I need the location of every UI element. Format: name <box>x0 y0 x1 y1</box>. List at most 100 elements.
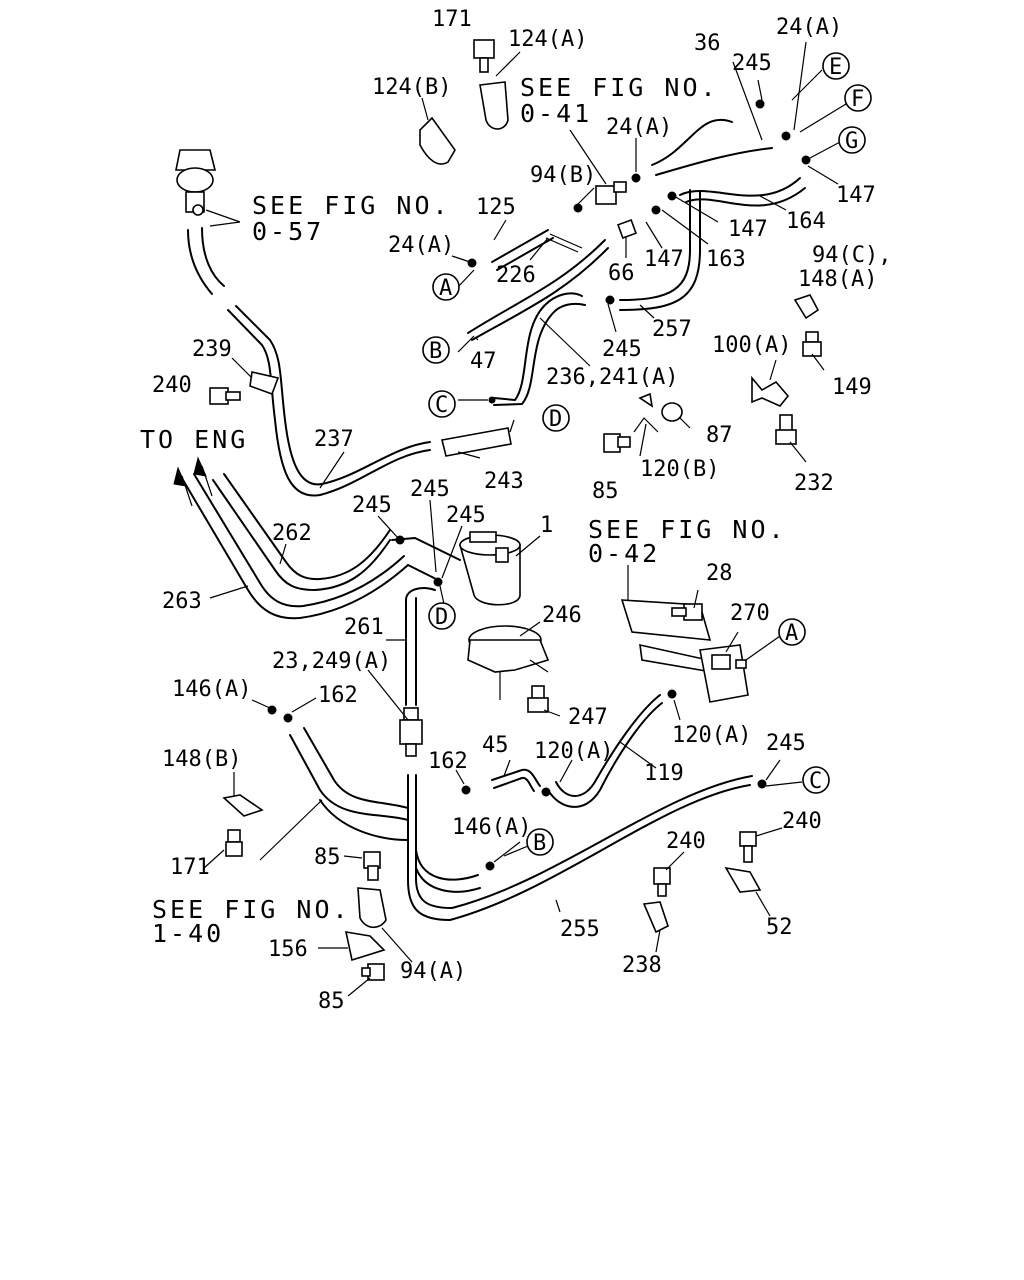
connector-B-left: B <box>422 336 450 364</box>
clip-52 <box>724 866 762 893</box>
part-226 <box>545 233 583 253</box>
label-85a: 85 <box>592 479 619 504</box>
bolt-85a <box>603 433 631 453</box>
label-245b: 245 <box>352 493 392 518</box>
see-fig-0-41-line1: SEE FIG NO. <box>520 73 719 102</box>
connector-B-lower: B <box>526 828 554 856</box>
label-125: 125 <box>476 195 516 220</box>
see-fig-0-57-line2: 0-57 <box>252 217 324 246</box>
bolt-240c <box>739 831 757 863</box>
clip-238 <box>642 901 669 934</box>
svg-text:B: B <box>429 339 442 364</box>
components <box>173 39 822 981</box>
label-247: 247 <box>568 705 608 730</box>
label-261: 261 <box>344 615 384 640</box>
label-146a-b: 146(A) <box>452 815 531 840</box>
hose-clips <box>267 99 811 871</box>
label-245-top: 245 <box>732 51 772 76</box>
part-66 <box>617 219 637 239</box>
svg-text:F: F <box>851 87 864 112</box>
bolt-240b <box>653 867 671 897</box>
clamp-124b <box>419 116 456 165</box>
figure-references: SEE FIG NO. 0-41 SEE FIG NO. 0-57 SEE FI… <box>140 73 784 948</box>
label-120b: 120(B) <box>640 457 719 482</box>
hose-119 <box>547 702 663 808</box>
rubber-hose <box>187 229 213 295</box>
see-fig-1-40-line1: SEE FIG NO. <box>152 895 351 924</box>
bolt-85b <box>363 851 381 881</box>
label-240a: 240 <box>152 373 192 398</box>
bracket-246 <box>467 625 550 700</box>
label-238: 238 <box>622 953 662 978</box>
label-164: 164 <box>786 209 826 234</box>
svg-text:B: B <box>533 831 546 856</box>
label-245c: 245 <box>410 477 450 502</box>
hose-36 <box>651 118 733 166</box>
label-94b: 94(B) <box>530 163 596 188</box>
connector-A-left: A <box>432 273 460 301</box>
label-94c: 94(C), <box>812 243 891 268</box>
label-237: 237 <box>314 427 354 452</box>
label-120a-a: 120(A) <box>672 723 751 748</box>
see-fig-0-41-line2: 0-41 <box>520 99 592 128</box>
label-124b: 124(B) <box>372 75 451 100</box>
connector-C-left: C <box>428 390 456 418</box>
label-232: 232 <box>794 471 834 496</box>
connector-A-right: A <box>778 618 806 646</box>
bolt-171b <box>225 829 243 857</box>
hose-36-lower <box>655 147 773 176</box>
pipe-237 <box>227 309 431 497</box>
pipe-257 <box>619 189 691 301</box>
label-270: 270 <box>730 601 770 626</box>
bracket-156 <box>344 931 386 962</box>
label-149: 149 <box>832 375 872 400</box>
label-171b: 171 <box>170 855 210 880</box>
svg-text:G: G <box>845 129 858 154</box>
label-24a-left: 24(A) <box>388 233 454 258</box>
label-24a-top: 24(A) <box>776 15 842 40</box>
nut-87 <box>661 402 683 422</box>
pipe-262 <box>212 479 391 591</box>
label-124a: 124(A) <box>508 27 587 52</box>
bracket-100a <box>751 375 790 407</box>
label-148a: 148(A) <box>798 267 877 292</box>
label-147a: 147 <box>644 247 684 272</box>
label-47: 47 <box>470 349 497 374</box>
label-257: 257 <box>652 317 692 342</box>
pipe-255 <box>407 774 751 921</box>
svg-text:A: A <box>439 276 452 301</box>
label-162b: 162 <box>428 749 468 774</box>
bolt-240a <box>209 387 241 405</box>
bolt-85c <box>361 963 385 981</box>
connector-C-lower: C <box>802 766 830 794</box>
label-240b: 240 <box>666 829 706 854</box>
connector-D-filter: D <box>428 602 456 630</box>
block-270 <box>699 644 749 703</box>
pipe-45 <box>491 768 541 787</box>
label-66: 66 <box>608 261 635 286</box>
see-fig-0-57-line1: SEE FIG NO. <box>252 191 451 220</box>
bracket-148b <box>222 794 264 817</box>
connector-F: F <box>844 84 872 112</box>
label-94a: 94(A) <box>400 959 466 984</box>
bolt-247 <box>527 685 549 713</box>
label-100a: 100(A) <box>712 333 791 358</box>
label-243: 243 <box>484 469 524 494</box>
pipe-47 <box>467 239 606 334</box>
label-147c: 147 <box>836 183 876 208</box>
label-85b: 85 <box>314 845 341 870</box>
see-fig-0-42-line2: 0-42 <box>588 539 660 568</box>
to-eng-label: TO ENG <box>140 425 248 454</box>
label-245a: 245 <box>602 337 642 362</box>
label-36: 36 <box>694 31 721 56</box>
svg-text:C: C <box>435 393 448 418</box>
bolt-171 <box>473 39 495 73</box>
svg-text:A: A <box>785 621 798 646</box>
label-236: 236,241(A) <box>546 365 678 390</box>
label-148b: 148(B) <box>162 747 241 772</box>
clamp-124a <box>479 81 509 130</box>
tube-125 <box>491 229 549 263</box>
label-246: 246 <box>542 603 582 628</box>
label-28: 28 <box>706 561 733 586</box>
